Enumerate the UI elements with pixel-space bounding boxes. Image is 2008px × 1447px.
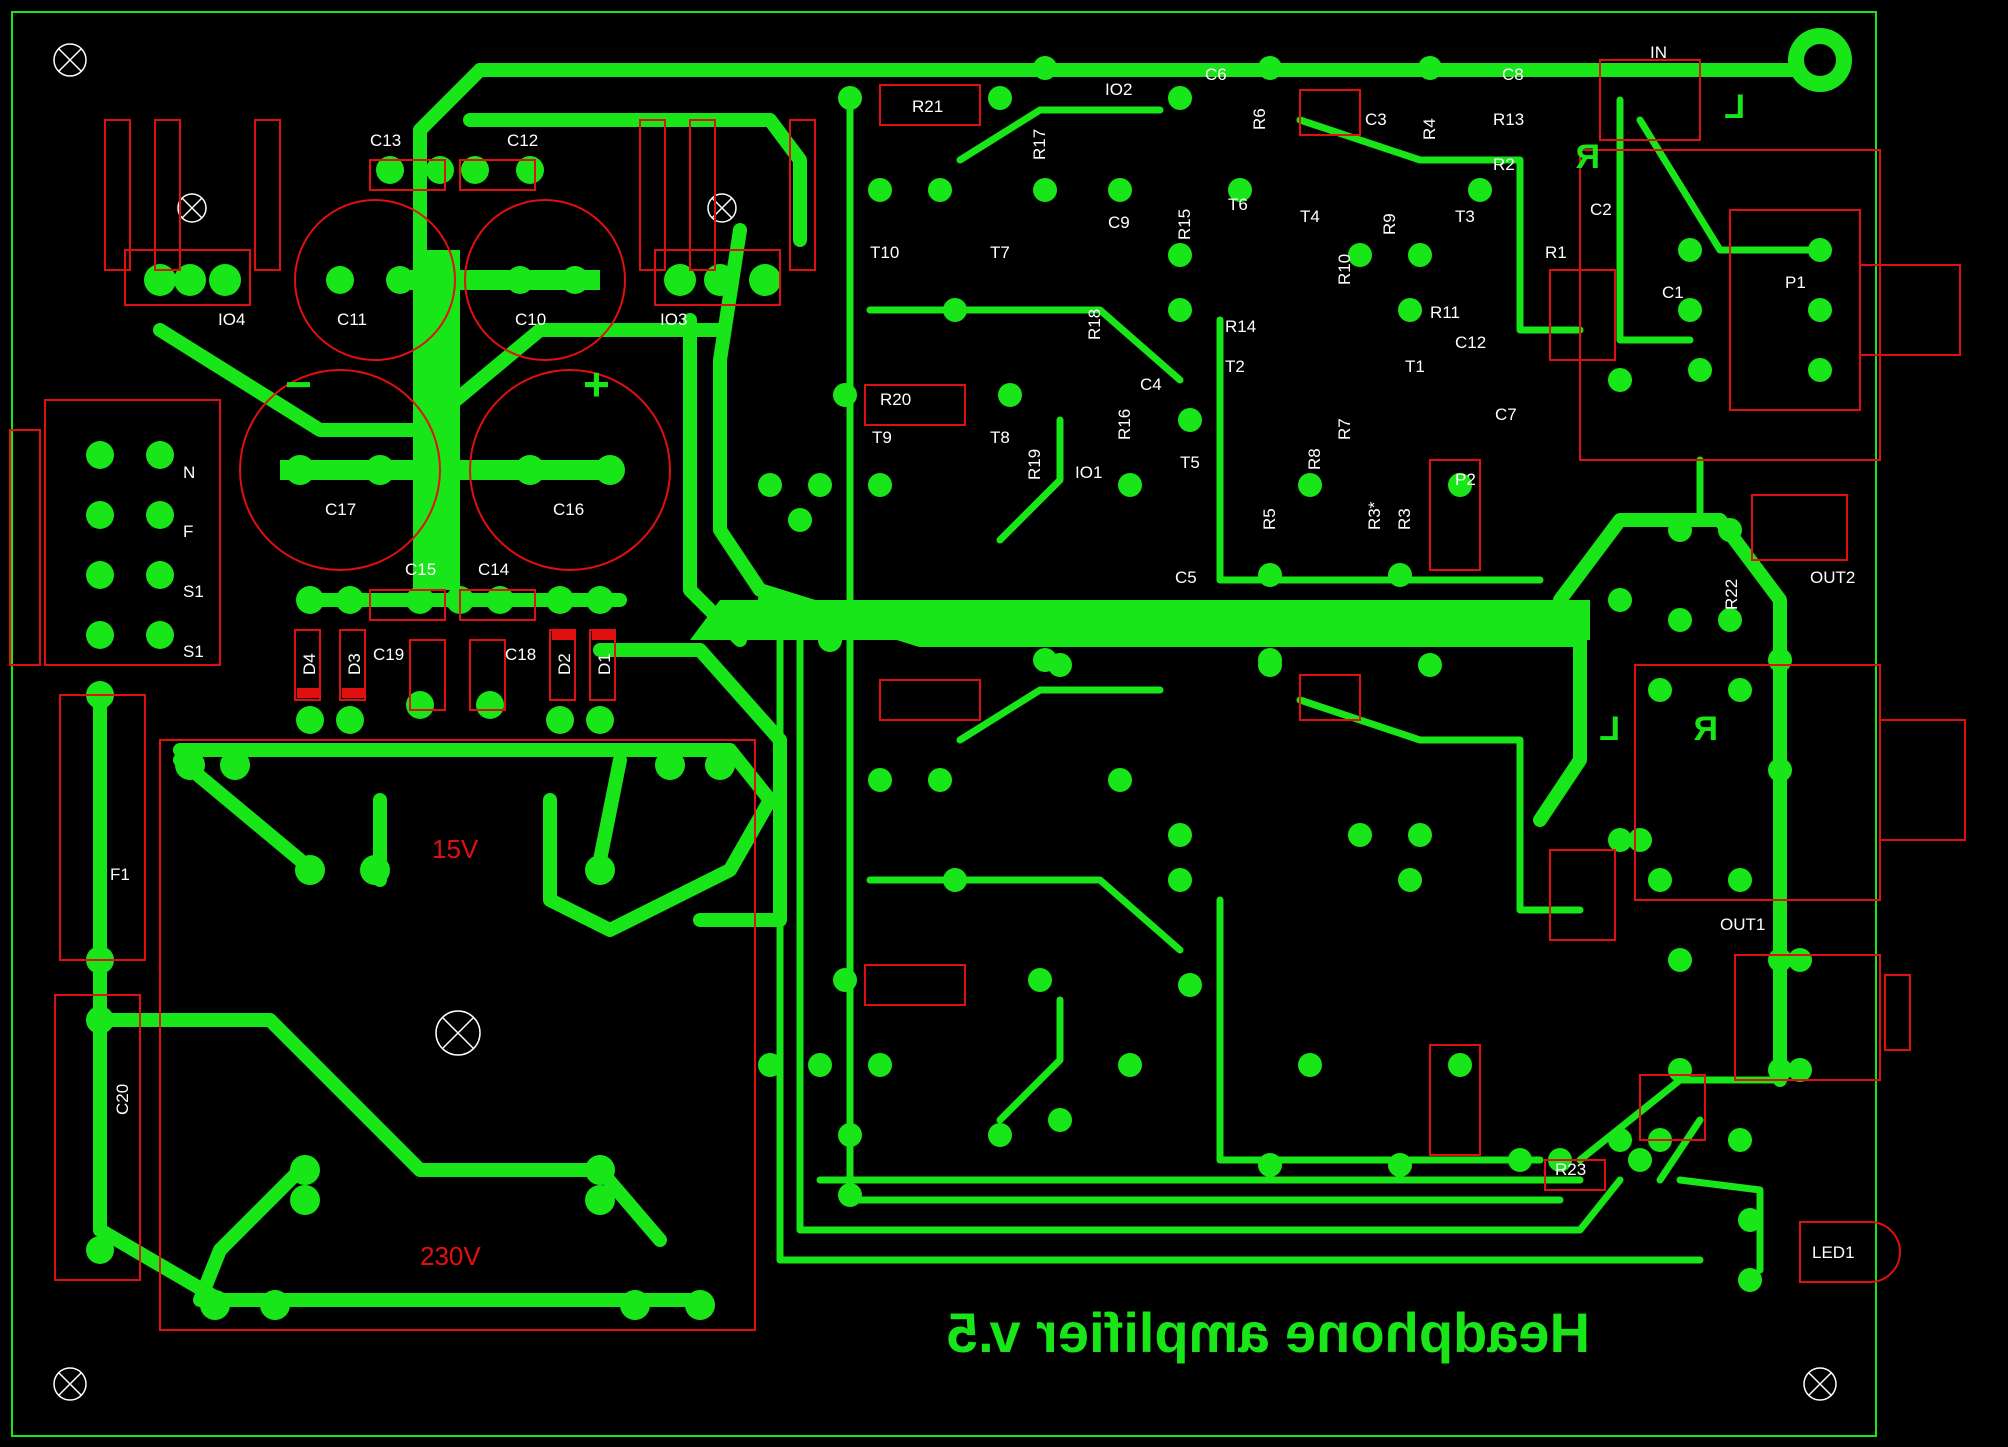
label-C20: C20 — [113, 1084, 132, 1115]
label-D2: D2 — [555, 653, 574, 675]
label-T5: T5 — [1180, 453, 1200, 472]
label-F1: F1 — [110, 865, 130, 884]
label-C17: C17 — [325, 500, 356, 519]
label-IN: IN — [1650, 43, 1667, 62]
label-C10: C10 — [515, 310, 546, 329]
label-C9: C9 — [1108, 213, 1130, 232]
polarity-labels: − + — [285, 358, 610, 410]
label-T6: T6 — [1228, 195, 1248, 214]
label-C14: C14 — [478, 560, 509, 579]
label-R7: R7 — [1335, 418, 1354, 440]
label-D4: D4 — [300, 653, 319, 675]
label-C19: C19 — [373, 645, 404, 664]
label-T7: T7 — [990, 243, 1010, 262]
label-R19: R19 — [1025, 449, 1044, 480]
label-R-top: R — [1575, 138, 1600, 176]
label-C3: C3 — [1365, 110, 1387, 129]
label-R16: R16 — [1115, 409, 1134, 440]
label-R18: R18 — [1085, 309, 1104, 340]
label-230v: 230V — [420, 1241, 481, 1271]
label-C11: C11 — [337, 310, 367, 329]
label-N: N — [183, 463, 195, 482]
label-R2: R2 — [1493, 155, 1515, 174]
component-labels: IN R21 IO2 C6 C8 R13 R17 R6 C3 R4 R2 C2 … — [110, 43, 1855, 1262]
label-R6: R6 — [1250, 108, 1269, 130]
label-T4: T4 — [1300, 207, 1320, 226]
label-R8: R8 — [1305, 448, 1324, 470]
label-OUT1: OUT1 — [1720, 915, 1765, 934]
board-title: Headphone amplifier v.5 — [947, 1301, 1590, 1364]
label-C4: C4 — [1140, 375, 1162, 394]
label-R13: R13 — [1493, 110, 1524, 129]
label-T3: T3 — [1455, 207, 1475, 226]
label-T2: T2 — [1225, 357, 1245, 376]
label-plus: + — [583, 358, 610, 410]
label-R22: R22 — [1722, 579, 1741, 610]
label-R-out: R — [1693, 710, 1718, 748]
label-C13: C13 — [370, 131, 401, 150]
label-T8: T8 — [990, 428, 1010, 447]
label-L-top: L — [1724, 88, 1745, 126]
label-C18: C18 — [505, 645, 536, 664]
label-R11: R11 — [1430, 303, 1460, 322]
label-C8: C8 — [1502, 65, 1524, 84]
label-R14: R14 — [1225, 317, 1256, 336]
label-D1: D1 — [595, 653, 614, 675]
label-R10: R10 — [1335, 254, 1354, 285]
voltage-labels: 15V 230V — [420, 834, 481, 1271]
label-minus: − — [285, 358, 312, 410]
label-T1: T1 — [1405, 357, 1425, 376]
label-C6: C6 — [1205, 65, 1227, 84]
mounting-holes — [53, 43, 1837, 1401]
label-R20: R20 — [880, 390, 911, 409]
label-15v: 15V — [432, 834, 479, 864]
label-R3star: R3* — [1365, 501, 1384, 530]
label-R17: R17 — [1030, 129, 1049, 160]
silkscreen-outlines — [9, 59, 1966, 1331]
label-T10: T10 — [870, 243, 899, 262]
label-IO2: IO2 — [1105, 80, 1132, 99]
label-R15: R15 — [1175, 209, 1194, 240]
label-R4: R4 — [1420, 118, 1439, 140]
channel-labels: L R L R — [1575, 88, 1745, 748]
label-R21: R21 — [912, 97, 943, 116]
label-F: F — [183, 522, 193, 541]
board-edge — [11, 11, 1877, 1437]
label-C12: C12 — [507, 131, 538, 150]
label-C15: C15 — [405, 560, 436, 579]
label-C7: C7 — [1495, 405, 1517, 424]
label-S1a: S1 — [183, 582, 204, 601]
label-T9: T9 — [872, 428, 892, 447]
label-R23: R23 — [1555, 1160, 1586, 1179]
label-IO3: IO3 — [660, 310, 687, 329]
label-R5: R5 — [1260, 508, 1279, 530]
misc-labels: N F S1 S1 — [183, 463, 204, 661]
label-R3: R3 — [1395, 508, 1414, 530]
label-C5: C5 — [1175, 568, 1197, 587]
label-P2: P2 — [1455, 470, 1476, 489]
label-C16: C16 — [553, 500, 584, 519]
label-LED1: LED1 — [1812, 1243, 1855, 1262]
label-R9: R9 — [1380, 213, 1399, 235]
label-C1: C1 — [1662, 283, 1684, 302]
pads — [86, 28, 1852, 1320]
label-C12b: C12 — [1455, 333, 1486, 352]
label-IO1: IO1 — [1075, 463, 1102, 482]
label-C2: C2 — [1590, 200, 1612, 219]
label-P1: P1 — [1785, 273, 1806, 292]
label-L-out: L — [1599, 710, 1620, 748]
label-IO4: IO4 — [218, 310, 245, 329]
label-OUT2: OUT2 — [1810, 568, 1855, 587]
label-R1: R1 — [1545, 243, 1567, 262]
copper-pours — [280, 250, 1590, 640]
label-D3: D3 — [345, 653, 364, 675]
diode-bands — [297, 630, 614, 698]
label-S1b: S1 — [183, 642, 204, 661]
